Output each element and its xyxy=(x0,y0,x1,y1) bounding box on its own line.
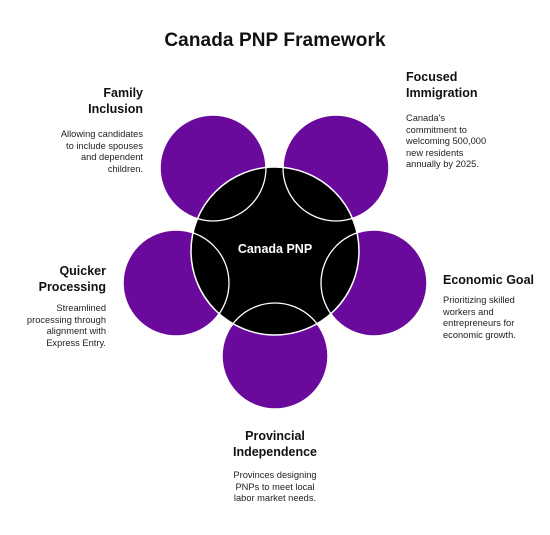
node-description: Provinces designing PNPs to meet local l… xyxy=(233,470,317,503)
node-provincial-independence: Provincial Independence Provinces design… xyxy=(210,428,340,505)
center-circle xyxy=(190,166,360,336)
node-economic-goal: Economic Goal Prioritizing skilled worke… xyxy=(443,272,550,341)
center-label: Canada PNP xyxy=(237,242,313,256)
node-heading: Family Inclusion xyxy=(88,86,143,116)
petal-overlap-arcs xyxy=(191,167,359,335)
node-heading: Focused Immigration xyxy=(406,70,478,100)
node-family-inclusion: Family Inclusion Allowing candidates to … xyxy=(13,85,143,175)
node-description: Allowing candidates to include spouses a… xyxy=(60,129,143,174)
node-heading: Economic Goal xyxy=(443,273,534,287)
node-description: Canada's commitment to welcoming 500,000… xyxy=(406,113,487,169)
node-quicker-processing: Quicker Processing Streamlined processin… xyxy=(0,263,106,349)
node-description: Prioritizing skilled workers and entrepr… xyxy=(443,295,516,340)
node-heading: Provincial Independence xyxy=(232,429,318,459)
node-description: Streamlined processing through alignment… xyxy=(26,303,106,348)
node-focused-immigration: Focused Immigration Canada's commitment … xyxy=(406,69,536,171)
diagram-title: Canada PNP Framework xyxy=(164,30,386,51)
node-heading: Quicker Processing xyxy=(38,264,106,294)
